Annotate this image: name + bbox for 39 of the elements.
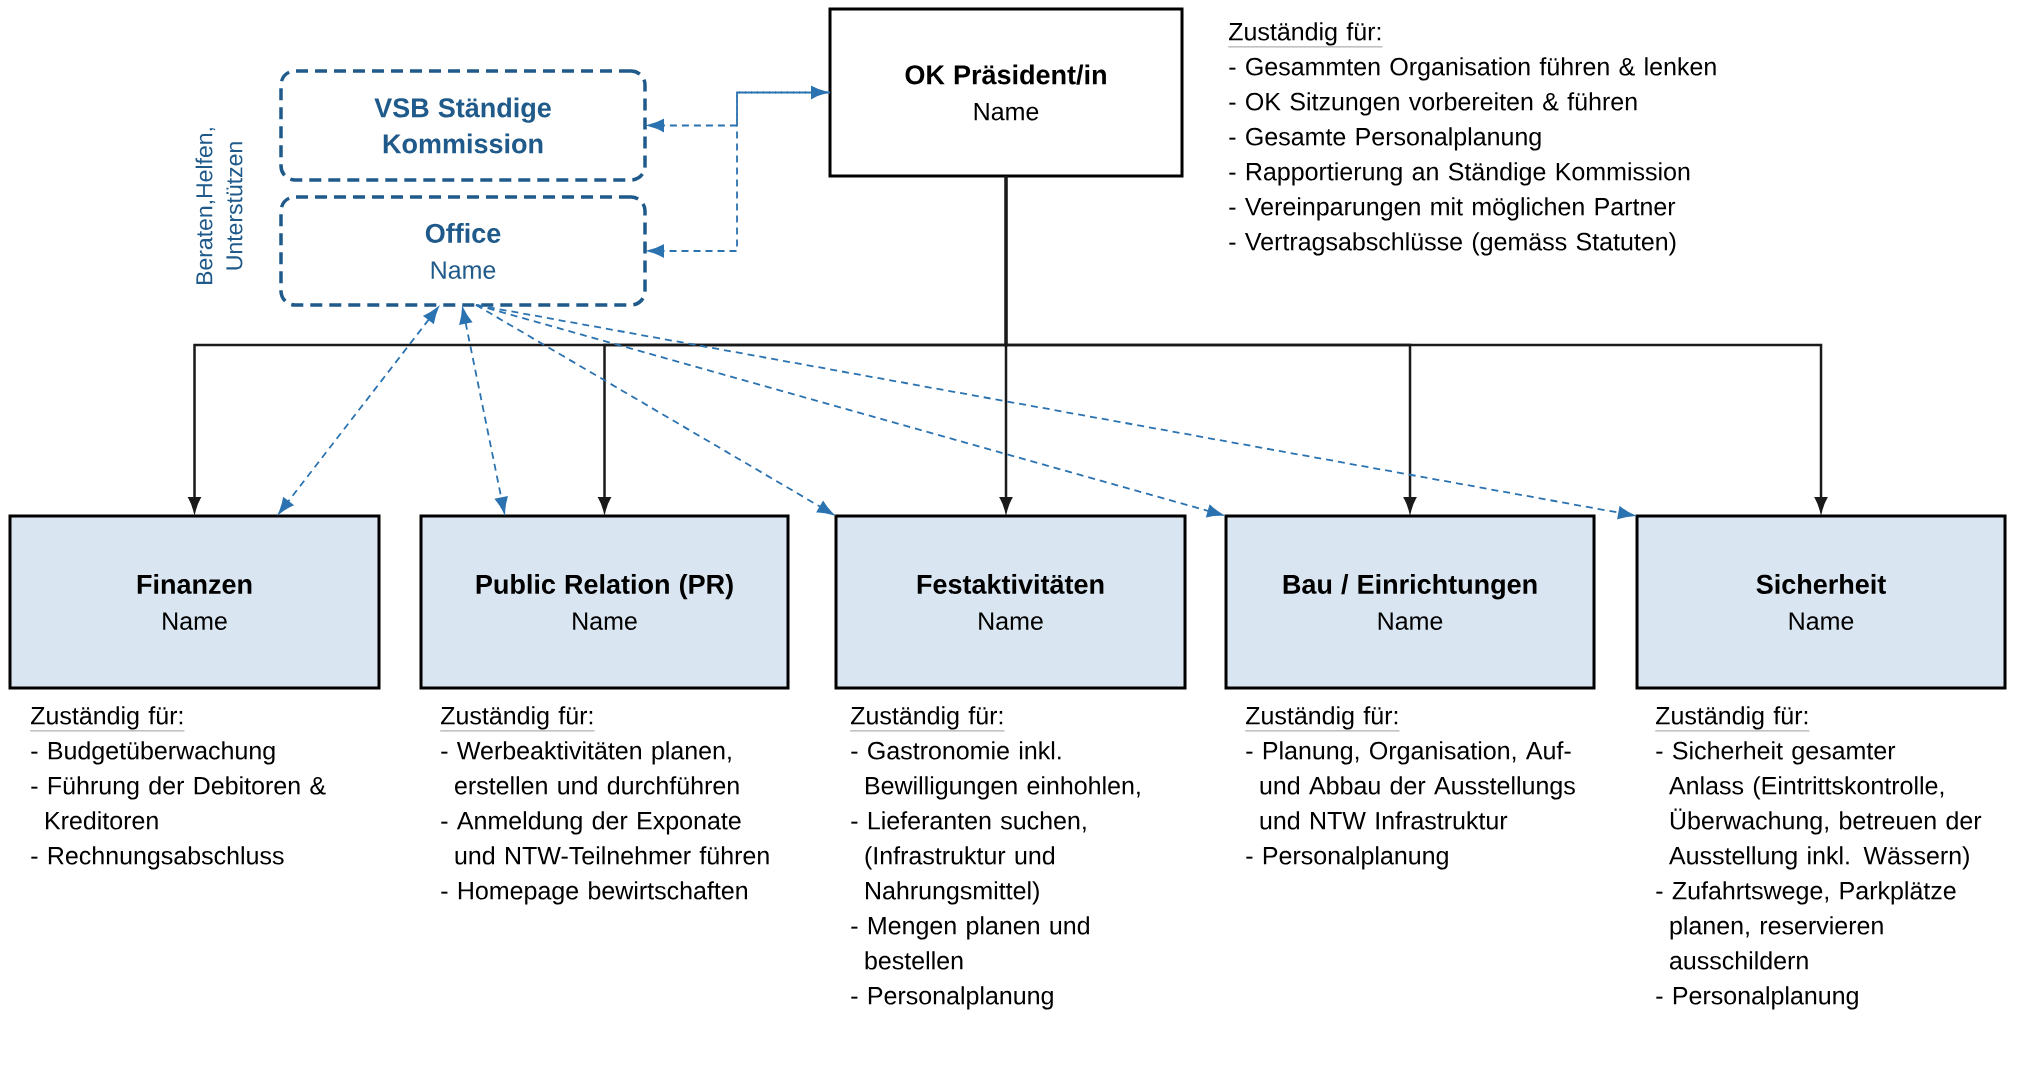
responsibility-list: Zuständig für: - Werbeaktivitäten planen, erstellen und durchführen - Anmeldung der Exponate und NTW-Teilnehmer führen - Homepage bewirtschaften bbox=[440, 706, 769, 905]
node-label: - OK Sitzungen vorbereiten & führen bbox=[1229, 92, 1637, 116]
node-label: - Personalplanung bbox=[1656, 986, 1858, 1010]
responsibility-list: Zuständig für: - Gastronomie inkl. Bewilligungen einhohlen, - Lieferanten suchen, (Infrastruktur und Nahrungsmittel) - Mengen planen und bestellen - Personalplanung bbox=[850, 706, 1140, 1010]
node-label: - Zufahrtswege, Parkplätze planen, reservieren ausschildern bbox=[1656, 881, 1956, 970]
connector bbox=[1004, 176, 1828, 512]
node-label: Zuständig für: bbox=[851, 706, 1003, 730]
node-label: - Budgetüberwachung bbox=[31, 741, 275, 765]
node-label: - Vertragsabschlüsse (gemäss Statuten) bbox=[1229, 232, 1676, 256]
node-label: - Anmeldung der Exponate und NTW-Teilnehmer führen bbox=[441, 811, 769, 865]
node-label: Zuständig für: bbox=[1656, 706, 1808, 730]
connector bbox=[647, 86, 828, 132]
node-label: - Gesammten Organisation führen & lenken bbox=[1229, 57, 1716, 81]
node-label: - Sicherheit gesamter Anlass (Eintrittskontrolle, Überwachung, betreuen der Ausstellung inkl. Wässern) bbox=[1656, 741, 1982, 870]
department-box: Sicherheit Name bbox=[1635, 514, 2007, 690]
department-box: Festaktivitäten Name bbox=[834, 514, 1187, 690]
department-box: Bau / Einrichtungen Name bbox=[1224, 514, 1596, 690]
node-label: - Mengen planen und bestellen bbox=[851, 916, 1089, 970]
node-label: - Vereinparungen mit möglichen Partner bbox=[1229, 197, 1676, 221]
node-label: Zuständig für: bbox=[31, 706, 183, 730]
president-box: OK Präsident/in Name bbox=[828, 7, 1184, 178]
department-box: Public Relation (PR) Name bbox=[419, 514, 790, 690]
responsibility-list: Zuständig für: - Budgetüberwachung - Führung der Debitoren & Kreditoren - Rechnungsabschluss bbox=[30, 706, 326, 870]
node-label: - Rapportierung an Ständige Kommission bbox=[1229, 162, 1690, 186]
node-label: - Führung der Debitoren & Kreditoren bbox=[31, 776, 326, 830]
department-box: Finanzen Name bbox=[8, 514, 381, 690]
responsibility-list: Zuständig für: - Planung, Organisation, Auf- und Abbau der Ausstellungs und NTW Infrastruktur - Personalplanung bbox=[1245, 706, 1575, 870]
node-label: - Gesamte Personalplanung bbox=[1229, 127, 1541, 151]
advisory-box: VSB Ständige Kommission bbox=[279, 69, 647, 182]
node-label: - Rechnungsabschluss bbox=[31, 846, 284, 870]
node-label: - Homepage bewirtschaften bbox=[441, 881, 748, 905]
node-label: Zuständig für: bbox=[1229, 22, 1381, 46]
node-label: - Werbeaktivitäten planen, erstellen und durchführen bbox=[441, 741, 739, 795]
node-label: Zuständig für: bbox=[441, 706, 593, 730]
responsibility-list: Zuständig für: - Gesammten Organisation führen & lenken - OK Sitzungen vorbereiten & führen - Gesamte Personalplanung - Rapportierung an Ständige Kommission - Vereinparungen mit möglichen Partner - Vertragsabschlüsse (gemäss Statuten) bbox=[1228, 22, 1716, 256]
responsibility-list: Zuständig für: - Sicherheit gesamter Anlass (Eintrittskontrolle, Überwachung, betreuen der Ausstellung inkl. Wässern) - Zufahrtswege, Parkplätze planen, reservieren ausschildern - Personalplanung bbox=[1655, 706, 1982, 1010]
node-label: - Lieferanten suchen, (Infrastruktur und Nahrungsmittel) bbox=[851, 811, 1086, 905]
node-label: - Personalplanung bbox=[851, 986, 1053, 1010]
node-label: - Gastronomie inkl. Bewilligungen einhohlen, bbox=[851, 741, 1140, 800]
